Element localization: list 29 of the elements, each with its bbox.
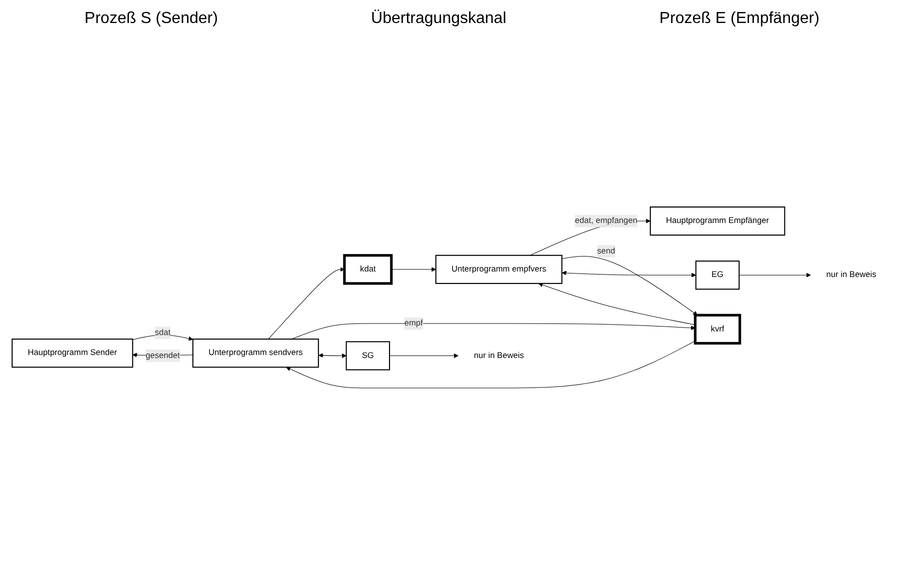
arrow (389, 353, 458, 358)
region-heading: Prozeß E (Empfänger) (658, 9, 820, 29)
node-box: kdat (343, 254, 393, 285)
region-heading: Übertragungskanal (370, 8, 508, 29)
arrow (132, 334, 194, 341)
node-box: EG (695, 260, 740, 290)
node-box: Unterprogramm empfvers (435, 254, 562, 284)
node-text: nur in Beweis (826, 270, 876, 280)
node-box: Unterprogramm sendvers (192, 338, 319, 368)
edge-label: gesendet (146, 351, 180, 360)
arrow (562, 270, 696, 278)
edge-label: edat, empfangen (574, 216, 638, 226)
arrow (562, 256, 698, 316)
edge-label: send (597, 246, 616, 256)
arrow (738, 272, 811, 278)
arrow (291, 323, 696, 340)
node-text: nur in Beweis (474, 351, 524, 360)
arrow (286, 340, 696, 388)
arrow (268, 267, 345, 340)
arrow (391, 267, 436, 272)
node-box: SG (346, 341, 390, 370)
arrow (538, 282, 696, 326)
arrow (318, 353, 346, 358)
edge-label: sdat (154, 328, 171, 338)
node-box: Hauptprogramm Empfänger (650, 206, 786, 236)
node-box: kvrf (694, 314, 742, 345)
node-box: Hauptprogramm Sender (12, 338, 134, 368)
edge-label: empf (404, 318, 423, 328)
region-heading: Prozeß S (Sender) (84, 9, 219, 29)
